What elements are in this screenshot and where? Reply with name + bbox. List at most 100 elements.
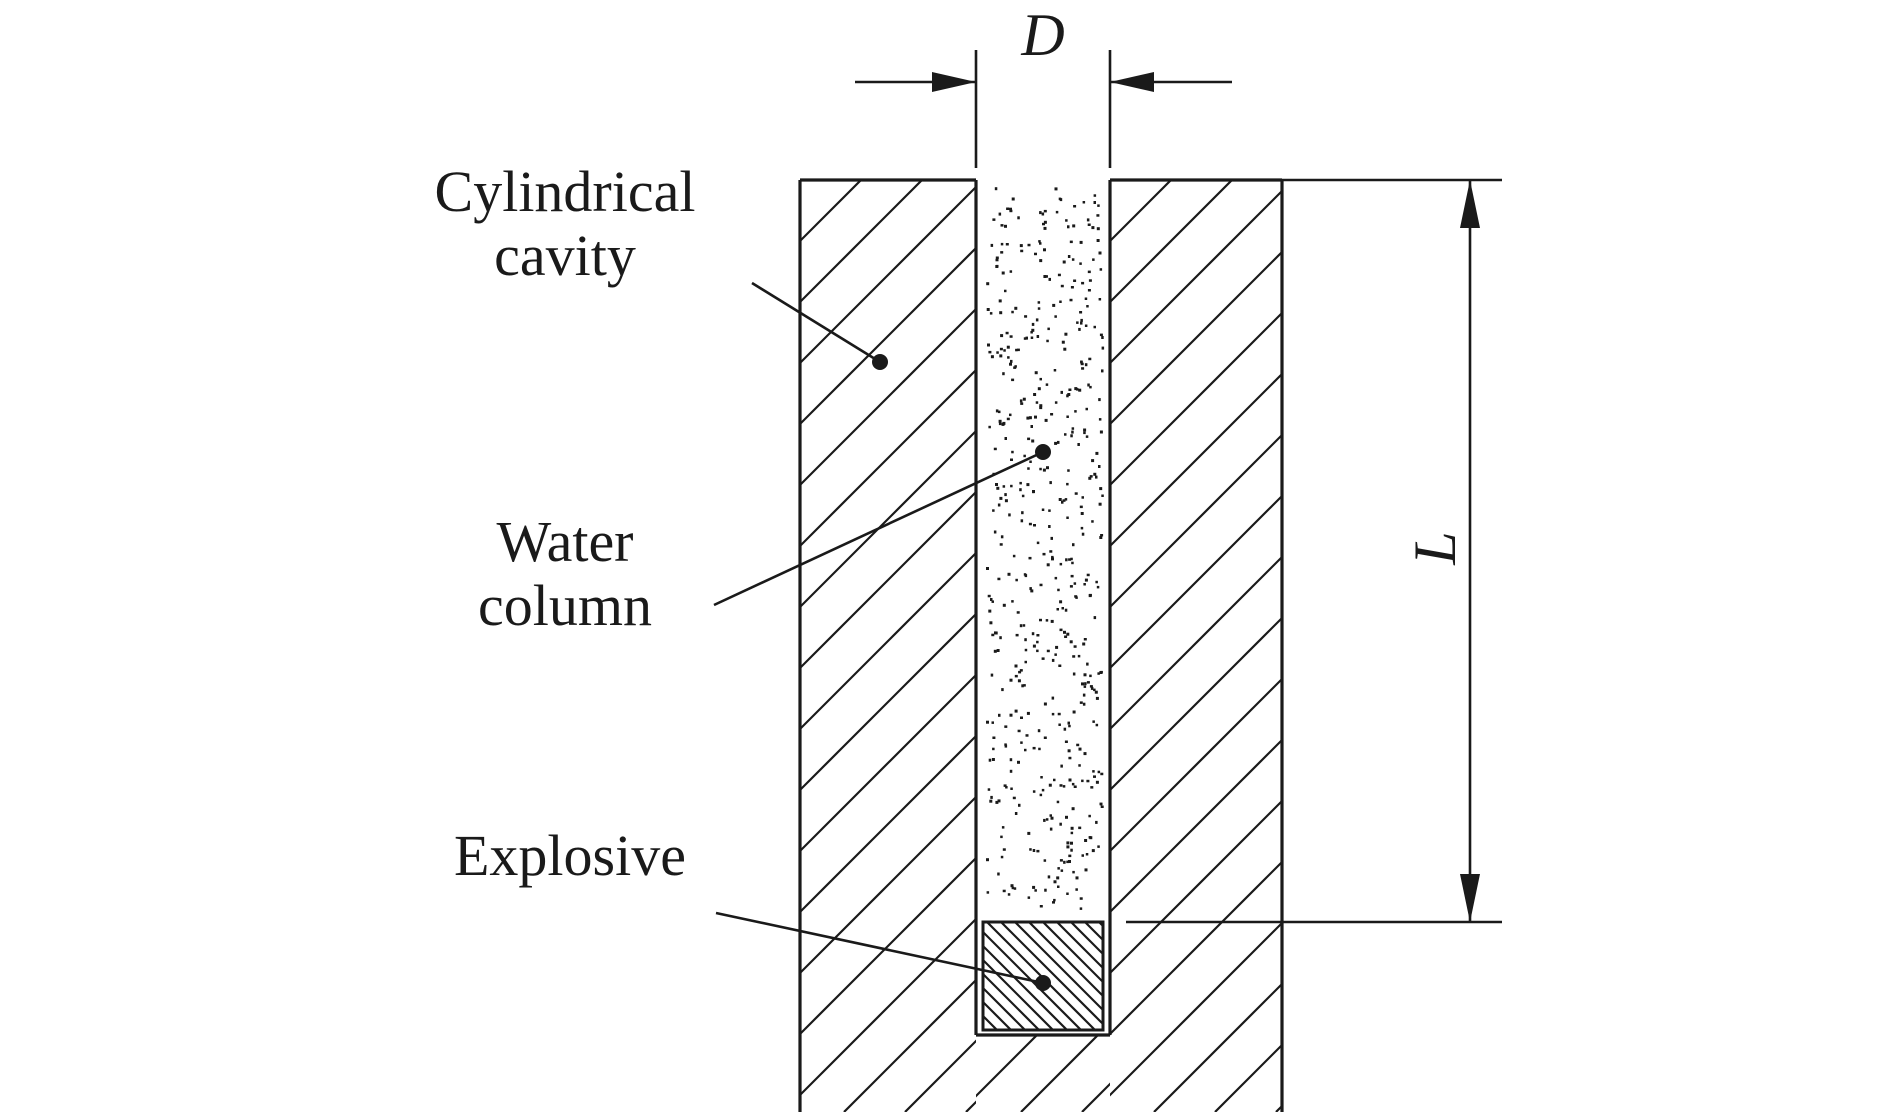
water-speckle — [1023, 684, 1026, 687]
water-speckle — [1068, 860, 1071, 863]
water-speckle — [1019, 244, 1023, 248]
water-speckle — [1042, 468, 1046, 472]
water-speckle — [1036, 649, 1039, 653]
water-speckle — [1000, 334, 1004, 338]
water-speckle — [1068, 756, 1072, 760]
water-speckle — [1082, 642, 1086, 646]
water-speckle — [1056, 876, 1060, 880]
water-speckle — [1100, 670, 1103, 674]
water-speckle — [1071, 258, 1075, 261]
water-speckle — [1099, 268, 1103, 271]
water-speckle — [1084, 363, 1088, 367]
hatch-line — [1253, 922, 1361, 1030]
water-speckle — [1073, 645, 1077, 648]
water-speckle — [1075, 596, 1078, 599]
water-speckle — [1068, 724, 1071, 728]
water-speckle — [1096, 214, 1100, 217]
water-speckle — [1089, 385, 1092, 389]
water-speckle — [991, 758, 995, 761]
water-speckle — [996, 264, 999, 268]
water-speckle — [986, 567, 989, 570]
water-speckle — [1036, 634, 1040, 637]
water-speckle — [1008, 513, 1011, 517]
water-speckle — [1089, 685, 1093, 688]
hatch-line — [983, 1000, 1012, 1030]
water-speckle — [1039, 905, 1043, 908]
water-speckle — [1032, 490, 1035, 494]
water-speckle — [1039, 377, 1042, 381]
water-speckle — [1003, 349, 1006, 352]
water-speckle — [1064, 332, 1068, 336]
water-speckle — [1025, 336, 1028, 340]
hatch-line — [1576, 180, 1890, 1112]
hatch-line — [1110, 555, 1282, 731]
hatch-line — [1323, 922, 1431, 1030]
water-speckle — [1005, 786, 1008, 789]
water-speckle — [1028, 556, 1032, 560]
water-speckle — [1074, 410, 1077, 413]
water-speckle — [1043, 736, 1047, 739]
water-speckle — [1054, 576, 1058, 580]
water-speckle — [1098, 398, 1101, 402]
water-speckle — [998, 299, 1002, 303]
water-speckle — [1097, 672, 1100, 675]
water-speckle — [1041, 788, 1045, 792]
water-speckle — [1064, 498, 1068, 501]
water-speckle — [996, 649, 1000, 652]
water-speckle — [1042, 552, 1046, 556]
water-speckle — [1079, 907, 1083, 910]
water-speckle — [1096, 227, 1100, 231]
water-speckle — [1011, 310, 1014, 314]
water-speckle — [1009, 207, 1012, 211]
water-speckle — [1028, 416, 1032, 420]
water-speckle — [1033, 524, 1036, 527]
water-speckle — [1021, 511, 1024, 515]
hatch-line — [983, 1028, 984, 1030]
water-speckle — [1095, 696, 1099, 700]
water-speckle — [1074, 387, 1078, 391]
water-speckle — [1050, 413, 1054, 416]
water-speckle — [1027, 437, 1031, 441]
water-speckle — [1029, 848, 1032, 851]
water-speckle — [1039, 406, 1043, 410]
water-speckle — [993, 649, 997, 653]
water-speckle — [1004, 224, 1007, 228]
water-speckle — [1047, 327, 1050, 331]
water-speckle — [1009, 769, 1013, 773]
water-speckle — [1002, 485, 1006, 488]
water-speckle — [1011, 378, 1015, 382]
water-speckle — [1080, 321, 1083, 325]
water-speckle — [1093, 688, 1096, 692]
water-speckle — [991, 633, 995, 637]
hatch-line — [800, 429, 976, 609]
hatch-line — [1110, 616, 1282, 792]
water-speckle — [1054, 653, 1057, 656]
water-speckle — [1007, 572, 1011, 576]
water-speckle — [1050, 619, 1054, 623]
water-speckle — [1010, 884, 1014, 888]
hatch-line — [1581, 180, 1890, 1112]
water-speckle — [998, 422, 1002, 426]
water-speckle — [1049, 814, 1052, 817]
water-speckle — [1009, 758, 1013, 762]
water-speckle — [1035, 318, 1039, 322]
water-speckle — [1089, 836, 1093, 840]
water-speckle — [1083, 752, 1087, 756]
water-speckle — [1056, 800, 1060, 804]
water-speckle — [1054, 187, 1058, 191]
water-speckle — [1052, 901, 1055, 904]
water-speckle — [1083, 685, 1087, 688]
hatch-line — [1820, 180, 1890, 1112]
water-speckle — [1039, 242, 1042, 245]
water-speckle — [1063, 347, 1067, 351]
water-speckle — [1069, 298, 1073, 302]
water-speckle — [1077, 654, 1081, 658]
water-speckle — [1066, 841, 1070, 845]
water-speckle — [1062, 260, 1066, 264]
water-speckle — [991, 721, 994, 724]
water-speckle — [1066, 860, 1070, 864]
water-speckle — [1071, 561, 1074, 565]
water-speckle — [1078, 826, 1082, 830]
water-speckle — [1059, 859, 1063, 862]
hatch-line — [1637, 180, 1890, 1112]
